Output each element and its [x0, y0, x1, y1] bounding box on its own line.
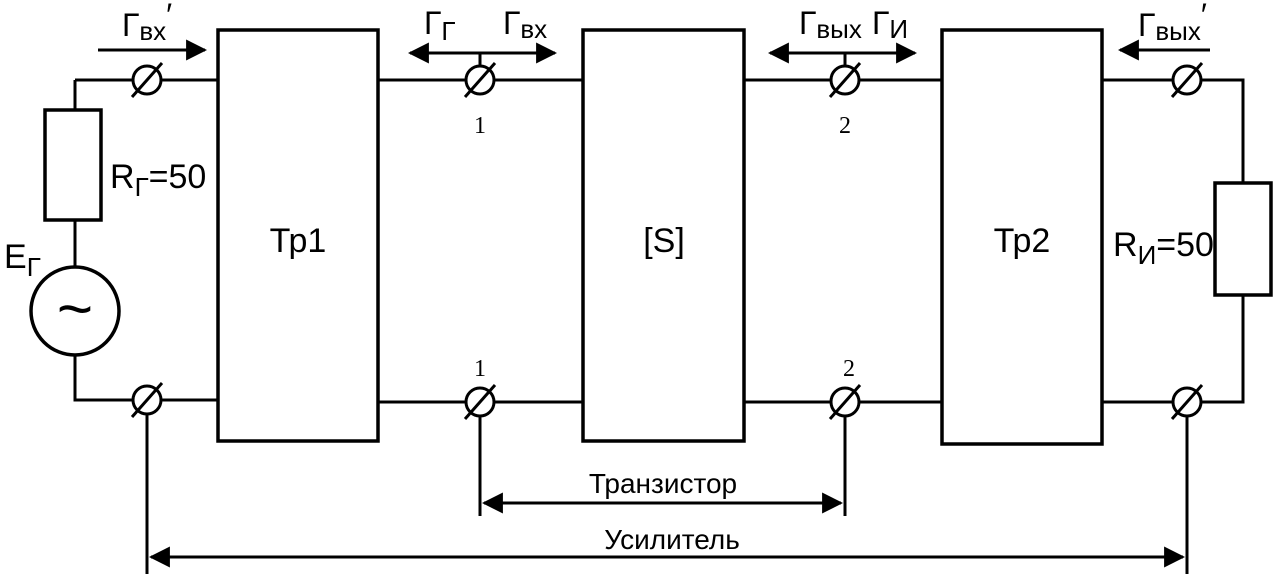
span-transistor-label: Транзистор: [589, 468, 737, 499]
load-resistance-label: RИ=50: [1113, 226, 1214, 270]
port1-top-number: 1: [474, 113, 486, 139]
voltage-source: [29, 265, 121, 357]
block-tr1-label: Тр1: [270, 222, 327, 260]
gamma-out-prime-label: Гвых′: [1138, 0, 1207, 46]
source-resistor: [43, 108, 103, 222]
block-s-label: [S]: [643, 222, 685, 260]
port2-top-number: 2: [839, 113, 851, 139]
terminal-port2-bottom: [828, 384, 862, 420]
terminal-port1-bottom: [463, 384, 497, 420]
source-symbol: ~: [57, 275, 93, 344]
terminal-port1-top: [463, 62, 497, 98]
wire-source-bottom: [73, 355, 133, 402]
gamma-in-prime-label: Гвх′: [122, 0, 172, 46]
source-emf-label: EГ: [4, 238, 41, 282]
load-resistor: [1213, 181, 1273, 297]
block-tr2: [940, 28, 1104, 446]
block-tr1: [216, 28, 380, 443]
block-s: [581, 28, 746, 443]
block-tr2-label: Тр2: [994, 222, 1051, 260]
wire-bottom-right-b: [1201, 295, 1245, 404]
gamma-out-label: Гвых: [799, 5, 862, 44]
gamma-g-label: ГГ: [424, 5, 455, 46]
terminal-out-top: [1170, 62, 1204, 98]
terminal-out-bottom: [1170, 384, 1204, 420]
terminals: [130, 62, 1204, 420]
port2-bottom-number: 2: [843, 356, 855, 382]
span-amplifier-label: Усилитель: [604, 524, 740, 555]
terminal-in-top: [130, 62, 164, 98]
gamma-in-label: Гвх: [503, 5, 547, 44]
terminal-in-bottom: [130, 382, 164, 418]
port1-bottom-number: 1: [474, 356, 486, 382]
source-resistance-label: RГ=50: [110, 158, 206, 202]
terminal-port2-top: [828, 62, 862, 98]
wire-top-right-b: [1201, 78, 1245, 183]
wires: [73, 78, 1245, 574]
gamma-i-label: ГИ: [872, 5, 908, 44]
